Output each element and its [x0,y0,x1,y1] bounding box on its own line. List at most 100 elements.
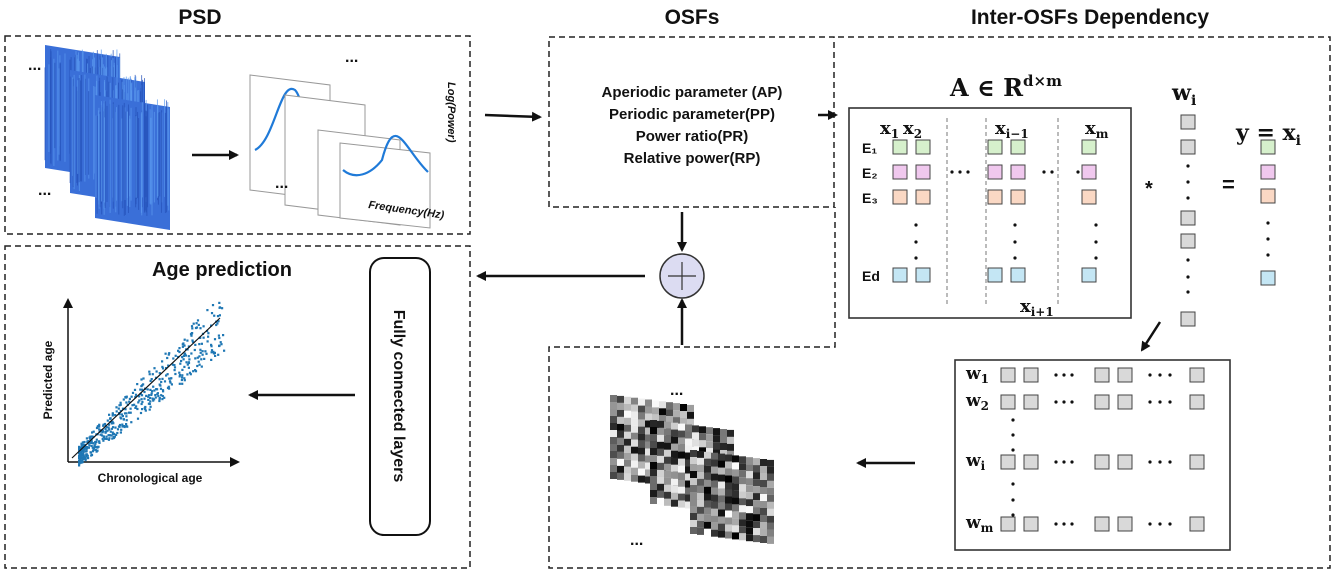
scatter-point [198,363,201,366]
ellipsis-dot [1266,237,1270,241]
scatter-point [138,399,141,402]
scatter-point [86,440,89,443]
scatter-point [103,437,107,440]
scatter-point [90,440,93,443]
scatter-point [165,374,168,377]
scatter-point [105,435,108,438]
scatter-point [136,417,140,420]
scatter-point [211,304,215,307]
scatter-point [95,445,98,448]
scatter-point [107,438,110,441]
scatter-point [198,343,201,346]
scatter-point [117,407,120,410]
weight-cell [1094,454,1110,470]
scatter-point [111,414,114,417]
scatter-ylabel: Predicted age [41,340,55,419]
log-power-axis-label: Log(Power) [445,82,457,143]
scatter-point [118,425,121,428]
scatter-point [121,407,125,410]
scatter-point [104,427,107,430]
noise-feature-map [690,450,774,544]
scatter-point [148,408,151,411]
scatter-point [182,358,185,361]
weight-cell [1180,311,1196,327]
scatter-point [223,349,226,352]
scatter-point [102,430,105,433]
y-equals-x-i-label: y = xi [1235,120,1301,149]
ellipsis-dot [1158,460,1162,464]
scatter-point [108,437,111,440]
scatter-point [174,354,177,357]
scatter-point [78,462,81,465]
scatter-point [141,388,144,391]
feature-cell [987,189,1003,205]
scatter-point [188,358,191,361]
scatter-point [213,338,217,341]
scatter-point [78,452,81,455]
scatter-point [78,454,81,457]
feature-cell [1010,139,1026,155]
scatter-point [216,315,220,318]
scatter-point [97,445,100,448]
scatter-point [107,426,110,429]
scatter-point [147,402,150,405]
scatter-point [80,452,83,455]
scatter-point [170,383,173,386]
scatter-point [93,445,96,449]
ellipsis-dot [1070,373,1074,377]
scatter-point [102,423,105,426]
weight-cell [1094,367,1110,383]
column-label: xi−1 [995,118,1029,141]
feature-cell [1081,267,1097,283]
ellipsis-dot [1011,448,1015,452]
scatter-point [78,460,81,463]
scatter-point [196,319,200,322]
scatter-point [181,374,184,377]
scatter-point [111,413,114,416]
scatter-point [101,437,104,441]
row-label: E₁ [862,140,877,156]
scatter-point [150,378,153,381]
scatter-point [193,348,196,352]
scatter-point [121,423,124,426]
scatter-point [149,400,152,403]
ellipsis-dot [1070,460,1074,464]
ellipsis-top: ... [28,57,41,74]
scatter-point [123,412,127,415]
scatter-point [113,435,116,438]
ellipsis-dot [1094,256,1098,260]
scatter-point [207,335,210,338]
weight-cell [1000,394,1016,410]
scatter-point [112,422,115,425]
scatter-point [152,399,155,402]
ellipsis-dot [1042,170,1046,174]
scatter-point [82,447,85,450]
ellipsis-dot [1050,170,1054,174]
weight-row-label: w1 [965,364,989,386]
scatter-plot [63,298,240,467]
scatter-point [202,325,205,328]
scatter-point [150,392,153,395]
scatter-point [161,377,164,380]
scatter-point [220,343,223,346]
row-label: E₃ [862,190,878,206]
scatter-point [178,347,181,350]
feature-cell [892,139,908,155]
scatter-point [80,449,83,452]
ellipsis-dot [1148,400,1152,404]
scatter-point [186,339,189,342]
scatter-point [142,383,145,386]
scatter-point [213,314,216,317]
scatter-point [82,449,85,452]
feature-cell [1010,189,1026,205]
ellipsis-dot [1266,221,1270,225]
ellipsis-dot [1094,240,1098,244]
scatter-point [178,373,182,377]
arrow-psd-to-osfs [484,111,542,122]
scatter-point [178,371,181,374]
weight-cell [1180,139,1196,155]
scatter-point [137,401,140,404]
scatter-point [84,447,87,450]
scatter-point [90,435,93,438]
scatter-point [121,425,124,428]
